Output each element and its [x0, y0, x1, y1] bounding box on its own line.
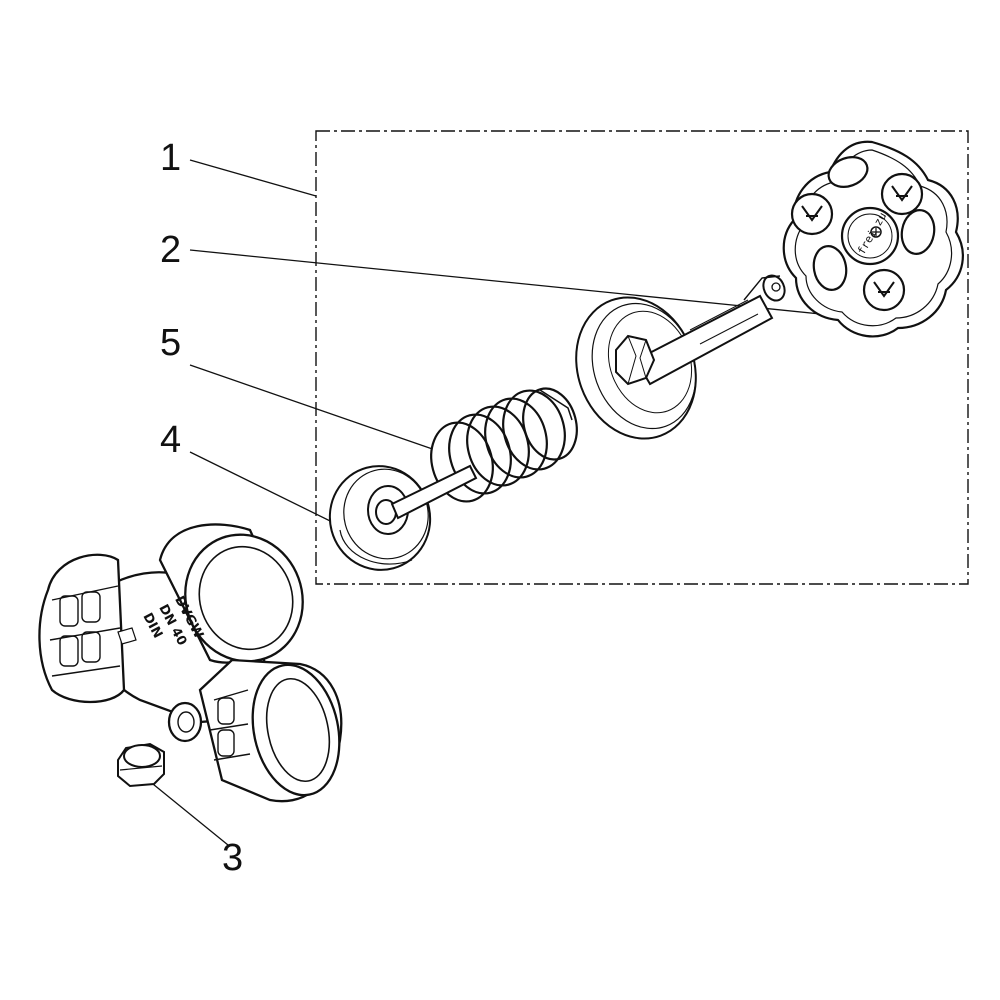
handwheel	[782, 140, 964, 338]
callout-2: 2	[160, 229, 181, 271]
valve-body	[38, 523, 343, 803]
assembly-boundary	[315, 130, 969, 585]
callout-4: 4	[160, 419, 181, 461]
spindle-assembly	[575, 274, 786, 440]
drain-plug	[117, 742, 165, 788]
callout-5: 5	[160, 322, 181, 364]
callout-1: 1	[160, 137, 181, 179]
callout-3: 3	[222, 837, 243, 879]
valve-disc	[328, 464, 478, 571]
